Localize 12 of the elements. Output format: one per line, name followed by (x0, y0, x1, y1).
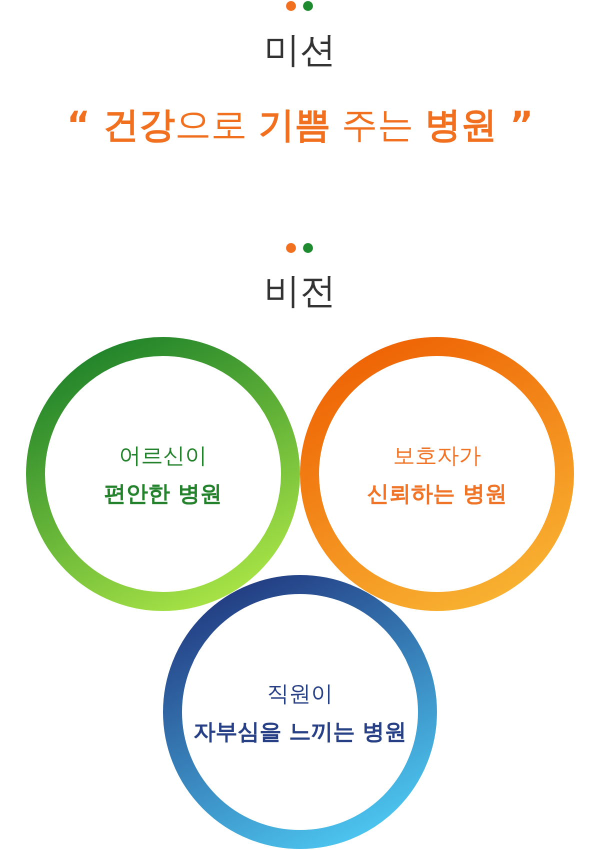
circle-text: 신뢰하는 병원 (367, 482, 507, 508)
circle-text: 자부심을 느끼는 병원 (193, 720, 407, 746)
circle-ring (300, 337, 574, 611)
circle-heading: 직원이 (267, 682, 333, 708)
circle-heading: 보호자가 (393, 444, 481, 470)
circle-text: 편안한 병원 (104, 482, 222, 508)
section-heading: 비전 (264, 272, 336, 312)
circle-heading: 어르신이 (119, 444, 207, 470)
circle-ring (26, 337, 300, 611)
mission-statement: “ 건강으로 기쁨 주는 병원 ” (66, 106, 534, 146)
section-heading: 미션 (264, 31, 336, 71)
circle-ring (163, 575, 437, 849)
